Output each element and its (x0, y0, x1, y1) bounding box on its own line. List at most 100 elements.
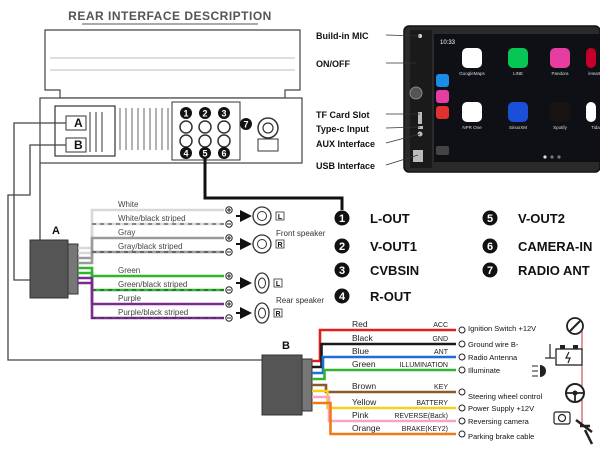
terminal-icon (458, 430, 466, 438)
power-wire-description: Ground wire B- (468, 340, 519, 349)
legend-number: 5 (487, 213, 493, 225)
dock-pandora-icon[interactable] (436, 90, 449, 103)
front-right-letter: R (277, 242, 282, 249)
svg-text:TF Card Slot: TF Card Slot (316, 110, 370, 120)
power-wire-description: Radio Antenna (468, 353, 518, 362)
pin-number-7: 7 (243, 120, 248, 130)
usb-port (413, 150, 423, 162)
legend-number: 4 (339, 291, 346, 303)
dock-maps-icon[interactable] (436, 74, 449, 87)
legend-text: CVBSIN (370, 263, 419, 278)
power-wire-color: Orange (352, 423, 381, 433)
antenna-icon (545, 344, 555, 359)
legend-number: 3 (339, 265, 345, 277)
npr-one-icon[interactable]: NPR One (462, 102, 482, 130)
volume-knob[interactable] (409, 86, 423, 100)
svg-text:USB Interface: USB Interface (316, 161, 375, 171)
app-grid: GoogleMaps LINE Pandora iHeartR NPR One Siriu… (459, 48, 600, 130)
power-wire-color: Yellow (352, 397, 377, 407)
tf-card-slot (418, 112, 422, 124)
pin-number-5: 5 (202, 149, 207, 159)
pin-badge-6 (218, 147, 230, 159)
pin-badge-7 (240, 118, 252, 130)
front-left-letter: L (278, 214, 283, 221)
terminal-icon (458, 404, 466, 412)
power-wire-color: Brown (352, 381, 376, 391)
line-icon[interactable]: LINE (508, 48, 528, 76)
legend-item-3: 3 CVBSIN (334, 262, 419, 278)
pin-number-6: 6 (221, 149, 226, 159)
rear-housing (39, 29, 303, 164)
speaker-wire-label: Green/black striped (118, 280, 187, 289)
power-wire-function: ILLUMINATION (400, 362, 449, 369)
pin-number-1: 1 (183, 109, 188, 119)
svg-text:AUX Interface: AUX Interface (316, 139, 375, 149)
pin-number-2: 2 (202, 109, 207, 119)
terminal-icon (458, 366, 466, 374)
speaker-wire-4: Green (78, 266, 233, 280)
power-wire-description: Power Supply +12V (468, 404, 534, 413)
pin-leader-line (203, 158, 344, 210)
power-wire-function: KEY (434, 384, 448, 391)
pin-number-4: 4 (183, 149, 188, 159)
legend-text: V-OUT1 (370, 239, 417, 254)
terminal-icon (458, 353, 466, 361)
pin-badge-4 (180, 147, 192, 159)
legend-number: 2 (339, 241, 345, 253)
app-label: GoogleMaps (459, 71, 485, 76)
legend-number: 1 (339, 213, 345, 225)
speaker-wire-7: Purple/black striped (78, 281, 233, 322)
pin-number-badges: 1 2 3 4 5 6 7 (180, 107, 252, 159)
plus-icon (225, 206, 233, 214)
front-speaker-label: Front speaker (276, 229, 326, 238)
rear-speaker-left: L (254, 272, 283, 294)
connector-a-body-label: A (52, 225, 60, 237)
speaker-wire-3: Gray/black striped (78, 242, 233, 265)
siriusxm-icon[interactable]: SiriusXM (508, 102, 528, 130)
head-unit-label-3: Type-c Input (316, 124, 421, 134)
power-wire-description: Parking brake cable (468, 432, 534, 441)
power-wire-function: GND (432, 336, 448, 343)
power-wire-color: Pink (352, 410, 369, 420)
connector-b-body (261, 354, 313, 416)
svg-text:Build-in MIC: Build-in MIC (316, 31, 369, 41)
pin-badge-1 (180, 107, 192, 119)
legend-item-4: 4 R-OUT (334, 288, 411, 304)
svg-text:Type-c Input: Type-c Input (316, 124, 369, 134)
connector-a-label: A (74, 116, 83, 130)
diagram-title: REAR INTERFACE DESCRIPTION (68, 9, 272, 23)
minus-icon (225, 286, 233, 294)
pandora-icon[interactable]: Pandora (550, 48, 570, 76)
legend-text: R-OUT (370, 289, 411, 304)
pin-number-3: 3 (221, 109, 226, 119)
legend-number: 6 (487, 241, 493, 253)
connector-a-body (29, 239, 79, 299)
dock-music-icon[interactable] (436, 106, 449, 119)
google-maps-icon[interactable]: GoogleMaps (459, 48, 486, 76)
power-wire-function: BRAKE(KEY2) (402, 426, 448, 433)
legend-item-2: 2 V-OUT1 (334, 238, 417, 254)
dock-grid-icon[interactable] (436, 146, 449, 155)
spotify-icon[interactable]: Spotify (550, 102, 570, 130)
speaker-wire-label: Purple/black striped (118, 308, 188, 317)
front-speaker-left: L (252, 206, 285, 226)
power-wire-7: Orange BRAKE(KEY2) Parking brake cable (312, 401, 534, 441)
tidal-icon[interactable]: Tidal (586, 102, 600, 130)
plus-icon (225, 300, 233, 308)
pin-badge-3 (218, 107, 230, 119)
power-wire-function: ANT (434, 349, 449, 356)
iheartradio-icon[interactable]: iHeartR (586, 48, 600, 76)
speaker-wire-label: Gray (118, 228, 135, 237)
parking-brake-icon (575, 419, 594, 445)
rear-speaker-right: R (254, 302, 283, 324)
battery-icon (555, 345, 583, 366)
steering-wheel-icon (565, 383, 585, 403)
plus-icon (225, 272, 233, 280)
